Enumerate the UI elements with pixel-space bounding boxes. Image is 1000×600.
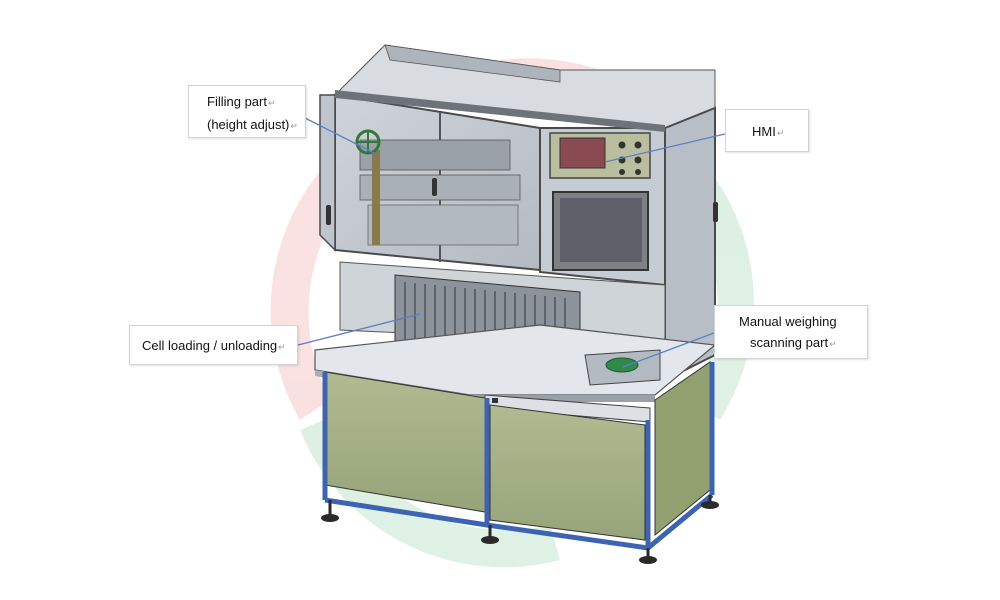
- filling-part-label: Filling part: [207, 94, 267, 109]
- paragraph-mark-icon: ↵: [278, 342, 286, 352]
- callout-hmi: HMI↵: [725, 109, 809, 152]
- upper-enclosure: [319, 44, 718, 382]
- leader-weigh: [622, 332, 715, 368]
- callout-cell-loading: Cell loading / unloading↵: [129, 325, 298, 365]
- callout-filling-part: Filling part↵ (height adjust)↵: [188, 85, 306, 138]
- height-adjust-label: (height adjust): [207, 117, 290, 132]
- cell-loading-label: Cell loading / unloading: [142, 338, 278, 353]
- hmi-label: HMI: [752, 124, 776, 139]
- paragraph-mark-icon: ↵: [776, 128, 785, 138]
- leader-hmi: [604, 133, 726, 163]
- paragraph-mark-icon: ↵: [290, 121, 298, 131]
- paragraph-mark-icon: ↵: [829, 339, 837, 349]
- leader-filling: [304, 117, 379, 156]
- leader-cell: [297, 313, 421, 346]
- callout-manual-weighing: Manual weighing scanning part↵: [714, 305, 868, 359]
- manual-weighing-label: Manual weighing: [739, 314, 837, 329]
- paragraph-mark-icon: ↵: [267, 98, 276, 108]
- scanning-part-label: scanning part: [750, 335, 829, 350]
- leader-lines: [297, 117, 726, 368]
- lower-cabinet: [321, 361, 719, 564]
